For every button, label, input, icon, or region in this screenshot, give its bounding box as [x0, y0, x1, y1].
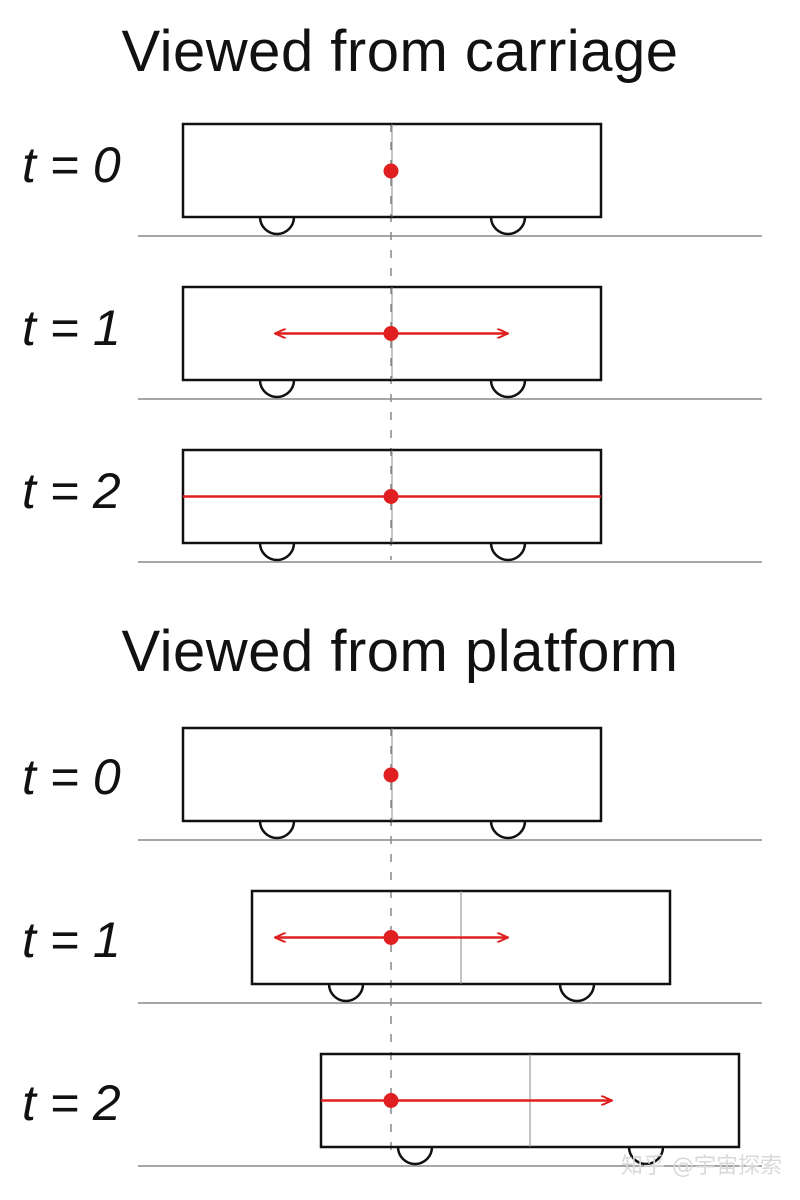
wheel [489, 379, 527, 399]
light-source-dot [383, 1093, 399, 1108]
wheel [327, 983, 365, 1003]
wheel [558, 983, 596, 1003]
wheel [258, 379, 296, 399]
section-title-carriage: Viewed from carriage [121, 19, 679, 84]
wheel [489, 216, 527, 236]
watermark: 知乎 @宇宙探索 [621, 1154, 782, 1179]
wheel [258, 542, 296, 562]
light-source-dot [383, 930, 399, 945]
light-source-dot [383, 489, 399, 504]
time-label: t = 0 [22, 137, 121, 193]
wheel [258, 216, 296, 236]
section-title-platform: Viewed from platform [121, 619, 679, 684]
light-source-dot [383, 163, 399, 179]
time-label: t = 2 [22, 463, 121, 519]
wheel [396, 1146, 434, 1166]
time-label: t = 1 [22, 300, 121, 356]
light-source-dot [383, 767, 399, 783]
light-source-dot [383, 326, 399, 341]
time-label: t = 2 [22, 1075, 121, 1131]
time-label: t = 1 [22, 912, 121, 968]
wheel [489, 542, 527, 562]
time-label: t = 0 [22, 749, 121, 805]
wheel [489, 820, 527, 840]
wheel [627, 1146, 665, 1166]
wheel [258, 820, 296, 840]
